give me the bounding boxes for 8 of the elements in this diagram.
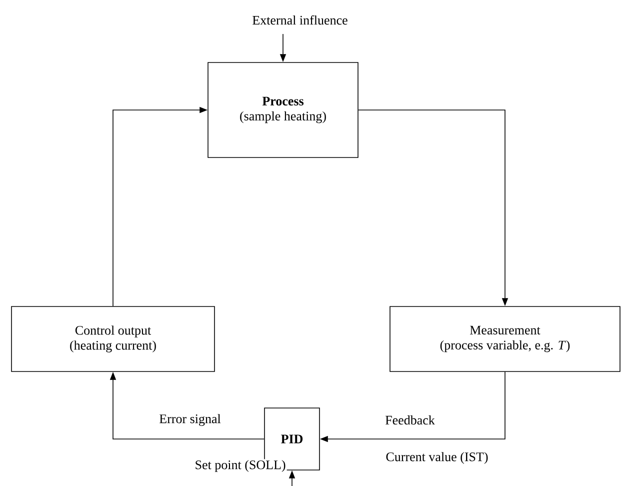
process-box: Process (sample heating) (208, 62, 358, 158)
signal-label: Current value (IST) (386, 452, 488, 464)
measurement-box: Measurement (process variable, e.g. T) (390, 306, 620, 372)
edge-label: External influence (251, 14, 349, 26)
edge-label: Feedback (384, 414, 436, 426)
edge-label: Error signal (158, 413, 222, 427)
edge-label: Set point (SOLL) (194, 459, 287, 473)
control-output-box: Control output (heating current) (11, 306, 215, 372)
